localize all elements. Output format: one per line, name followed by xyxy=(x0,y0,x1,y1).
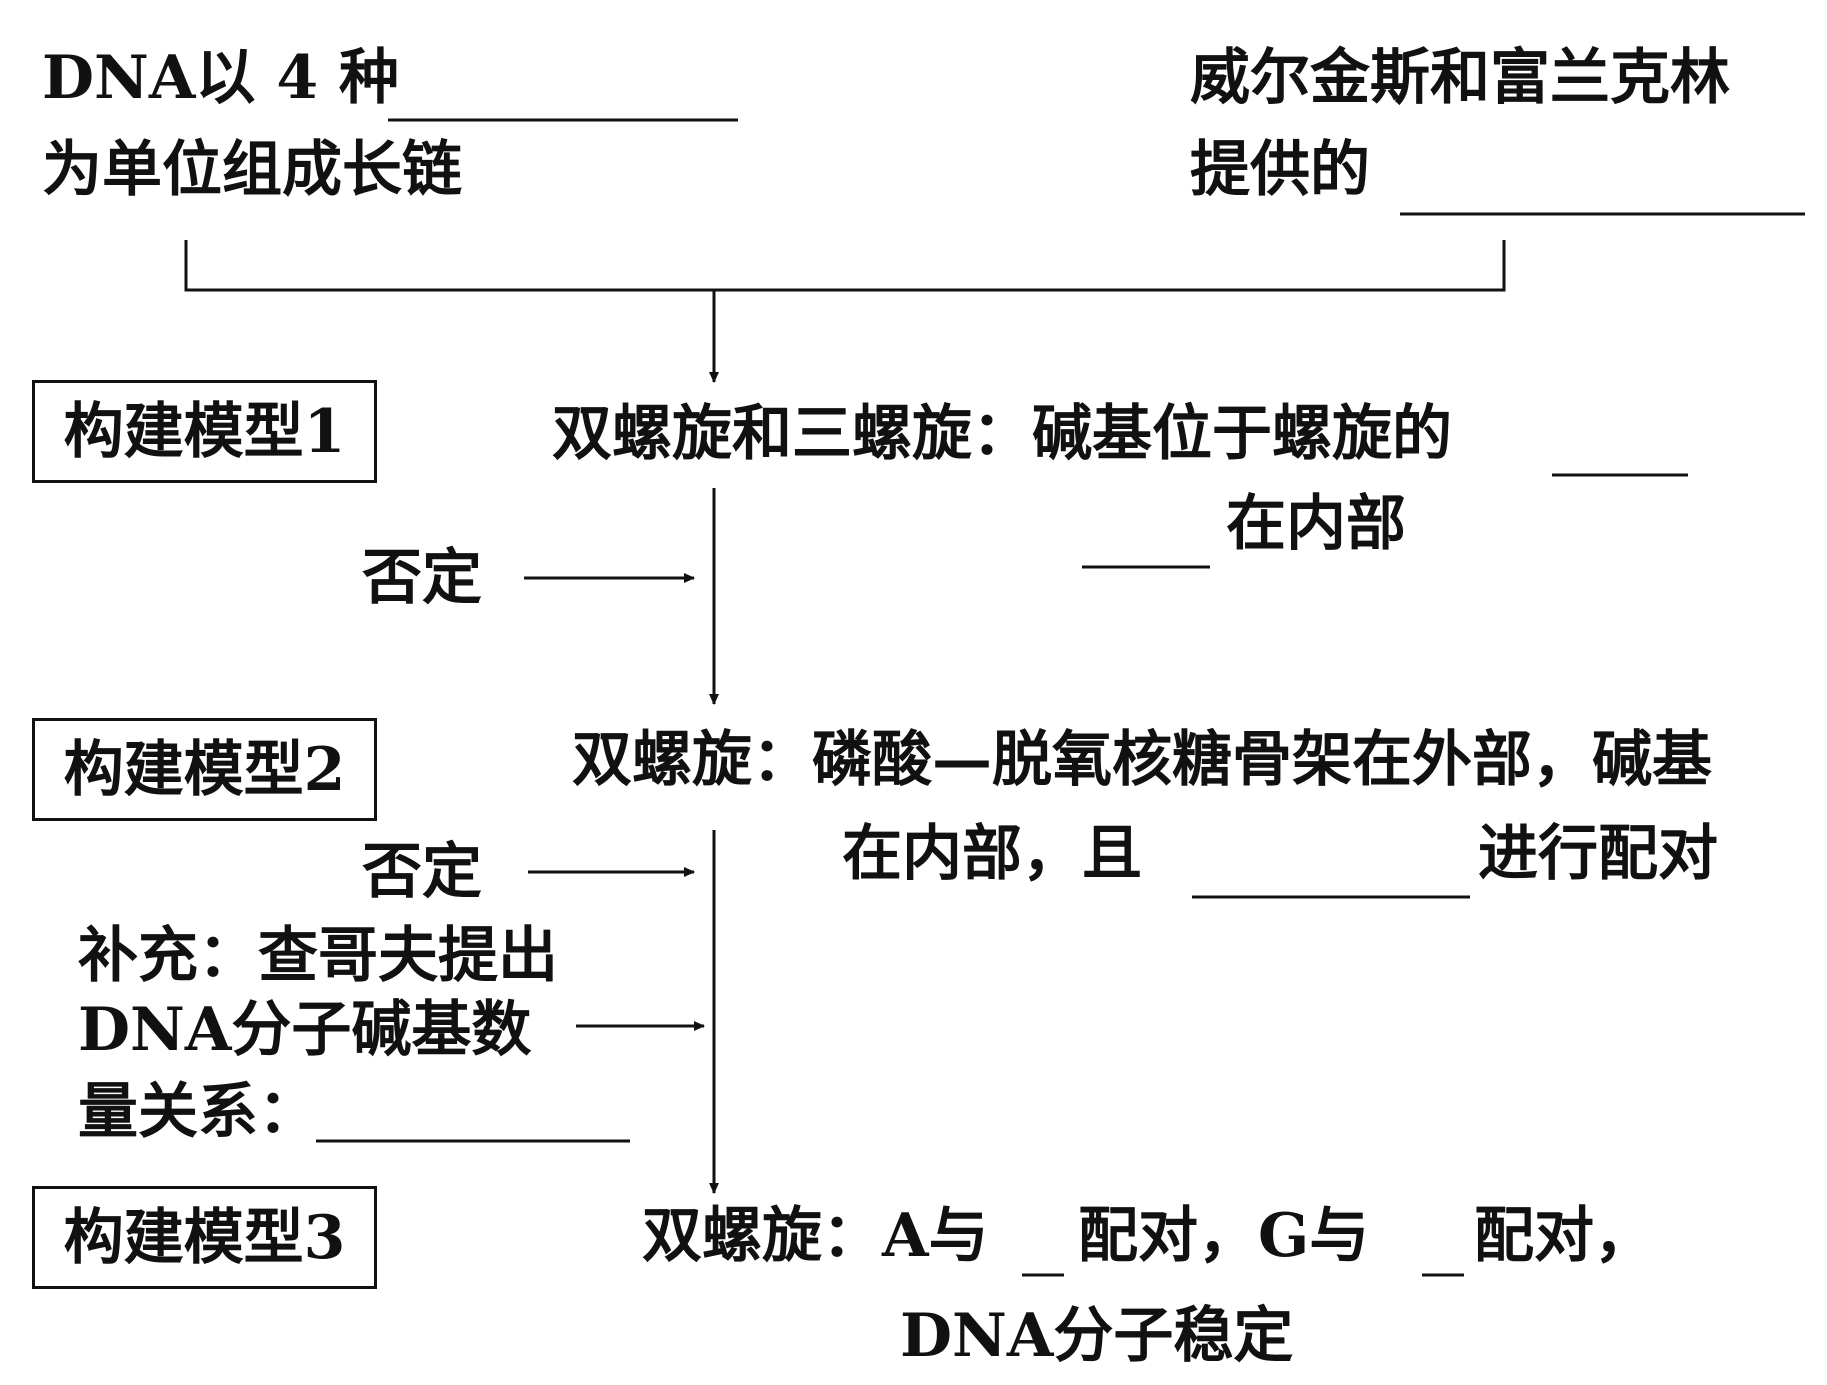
top-left-line2: 为单位组成长链 xyxy=(42,135,462,205)
model-2-desc-line1: 双螺旋：磷酸—脱氧核糖骨架在外部，碱基 xyxy=(572,725,1712,795)
model-1-desc-line2: 在内部 xyxy=(1226,489,1406,559)
model-3-box: 构建模型3 xyxy=(32,1186,377,1289)
model-3-label: 构建模型3 xyxy=(63,1202,346,1273)
top-right-line1: 威尔金斯和富兰克林 xyxy=(1190,43,1730,113)
negate-label-1: 否定 xyxy=(362,543,482,613)
model-2-desc-line2b: 进行配对 xyxy=(1478,819,1718,889)
supplement-line3: 量关系： xyxy=(78,1077,318,1147)
model-3-desc-line1c: 配对， xyxy=(1474,1201,1654,1271)
model-2-desc-line2a: 在内部，且 xyxy=(842,819,1142,889)
top-left-line1: DNA以 4 种 xyxy=(42,43,399,113)
model-1-label: 构建模型1 xyxy=(63,396,346,467)
model-3-desc-line1a: 双螺旋：A与 xyxy=(642,1201,989,1271)
top-bracket xyxy=(184,240,1506,292)
supplement-line2: DNA分子碱基数 xyxy=(78,995,532,1065)
model-3-desc-line1b: 配对，G与 xyxy=(1078,1201,1370,1271)
model-2-label: 构建模型2 xyxy=(63,734,346,805)
model-1-box: 构建模型1 xyxy=(32,380,377,483)
model-2-box: 构建模型2 xyxy=(32,718,377,821)
negate-label-2: 否定 xyxy=(362,837,482,907)
model-1-desc-line1: 双螺旋和三螺旋：碱基位于螺旋的 xyxy=(552,399,1452,469)
model-3-desc-line2: DNA分子稳定 xyxy=(900,1301,1294,1371)
supplement-line1: 补充：查哥夫提出 xyxy=(78,921,558,991)
top-right-line2: 提供的 xyxy=(1190,135,1370,205)
